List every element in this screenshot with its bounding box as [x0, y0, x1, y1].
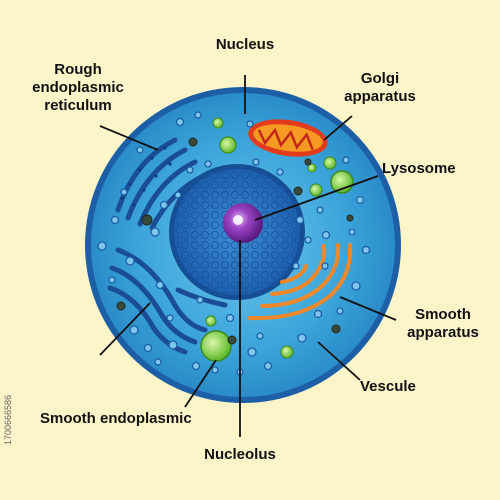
- label-smooth-endoplasmic: Smooth endoplasmic: [40, 410, 192, 427]
- golgi-apparatus: [248, 243, 353, 321]
- mitochondrion: [248, 119, 328, 157]
- label-lysosome: Lysosome: [382, 160, 456, 177]
- label-smooth-app-line1: Smooth: [415, 306, 471, 323]
- label-golgi-apparatus: Golgi apparatus: [332, 70, 428, 106]
- label-vescule: Vescule: [360, 378, 416, 395]
- label-nucleus: Nucleus: [215, 36, 275, 53]
- leader-lines: [99, 75, 397, 437]
- label-rough-line1: Rough: [54, 61, 102, 78]
- rough-er-ribosomes: [120, 146, 172, 207]
- label-nucleolus: Nucleolus: [204, 446, 276, 463]
- label-smooth-apparatus: Smooth apparatus: [393, 306, 493, 342]
- rough-endoplasmic-reticulum: [115, 137, 208, 231]
- nucleolus-highlight: [233, 215, 243, 225]
- small-blue-vesicles: [97, 111, 371, 376]
- label-golgi-line2: apparatus: [344, 88, 416, 105]
- label-rough-line3: reticulum: [44, 97, 112, 114]
- stock-id: 1700666586: [3, 394, 13, 445]
- label-rough-line2: endoplasmic: [32, 79, 124, 96]
- label-rough-er: Rough endoplasmic reticulum: [8, 61, 148, 115]
- label-smooth-app-line2: apparatus: [407, 324, 479, 341]
- label-golgi-line1: Golgi: [360, 70, 400, 87]
- nucleolus: [223, 203, 263, 243]
- dark-vesicles: [116, 137, 354, 345]
